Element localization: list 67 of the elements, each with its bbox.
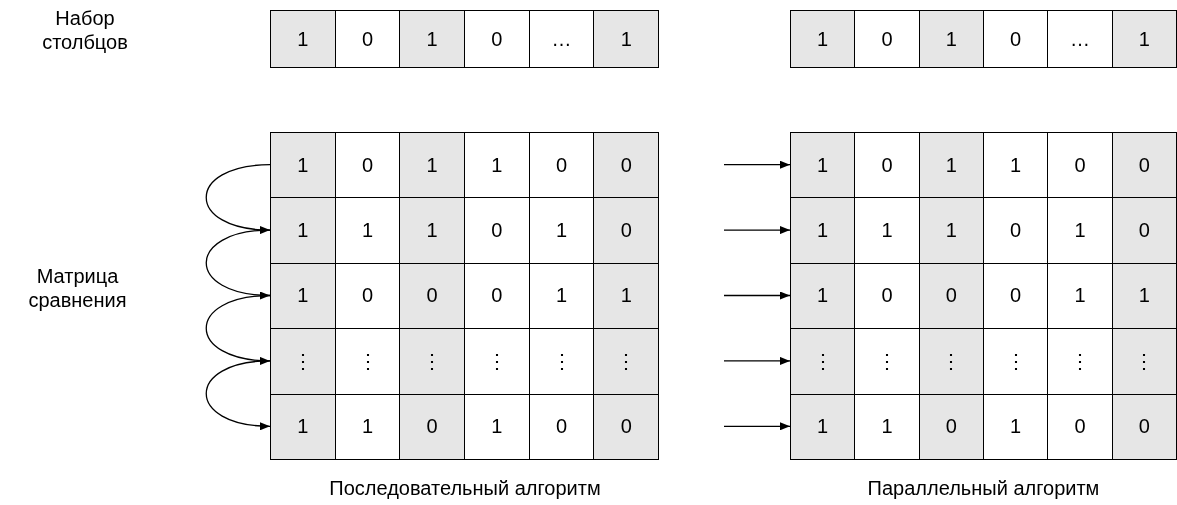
table-cell: 1 — [790, 393, 856, 460]
row-label: Набор столбцов — [41, 6, 129, 54]
table-cell: 1 — [399, 197, 465, 264]
table-cell: 0 — [399, 262, 465, 330]
table-cell: 1 — [790, 197, 856, 264]
table-cell: 0 — [593, 197, 660, 264]
table-row — [271, 394, 659, 460]
table-row — [271, 133, 659, 199]
table-cell: 0 — [1111, 393, 1177, 460]
table-cell: 1 — [790, 10, 856, 68]
table-cell: ⋮ — [593, 328, 660, 395]
table-row — [791, 329, 1177, 395]
table-cell: 1 — [1111, 10, 1177, 68]
table-cell: ⋮ — [399, 328, 465, 395]
arrow — [723, 291, 791, 300]
table-cell: 0 — [334, 10, 401, 68]
table-cell: 0 — [399, 393, 465, 460]
table-cell: 0 — [918, 262, 984, 330]
table-row — [271, 263, 659, 330]
table-row — [791, 11, 1177, 68]
table-cell: ⋮ — [1111, 328, 1177, 395]
table-cell: 1 — [270, 393, 336, 460]
table-cell: 1 — [918, 132, 984, 199]
table-row — [271, 329, 659, 395]
table-row — [791, 263, 1177, 330]
arrow — [723, 160, 791, 169]
table-cell: 1 — [270, 197, 336, 264]
table-cell: 1 — [399, 10, 465, 68]
table-cell: 1 — [270, 10, 336, 68]
table-cell: 1 — [918, 197, 984, 264]
table-cell: 0 — [918, 393, 984, 460]
table-cell: ⋮ — [790, 328, 856, 395]
table-row — [271, 11, 659, 68]
table-cell: 1 — [399, 132, 465, 199]
table-cell: 0 — [983, 10, 1049, 68]
row-label: Матрица сравнения — [27, 264, 128, 312]
table-row — [791, 133, 1177, 199]
table-row — [791, 198, 1177, 264]
table-cell: 1 — [593, 262, 660, 330]
table-cell: 1 — [918, 10, 984, 68]
caption-text: Последовательный алгоритм — [328, 476, 602, 500]
table-cell: … — [1047, 10, 1113, 68]
table-cell: 1 — [1111, 262, 1177, 330]
arrow — [205, 164, 271, 234]
table-cell: 0 — [1111, 197, 1177, 264]
table-cell: ⋮ — [270, 328, 336, 395]
caption-text: Параллельный алгоритм — [866, 476, 1101, 500]
table-cell: … — [528, 10, 595, 68]
table-cell: ⋮ — [918, 328, 984, 395]
table-row — [271, 198, 659, 264]
table-cell: 0 — [464, 10, 530, 68]
table-row — [791, 394, 1177, 460]
arrow — [723, 356, 791, 365]
table-cell: 0 — [854, 10, 920, 68]
table-cell: 1 — [790, 132, 856, 199]
arrow — [205, 294, 271, 365]
arrow — [205, 360, 271, 430]
table-cell: 0 — [593, 132, 660, 199]
table-cell: 1 — [790, 262, 856, 330]
arrow — [723, 226, 791, 235]
table-cell: 1 — [270, 262, 336, 330]
table-cell: 1 — [593, 10, 660, 68]
table-cell: 1 — [270, 132, 336, 199]
arrow — [205, 229, 271, 299]
arrow — [723, 422, 791, 431]
table-cell: 0 — [593, 393, 660, 460]
table-cell: 0 — [1111, 132, 1177, 199]
